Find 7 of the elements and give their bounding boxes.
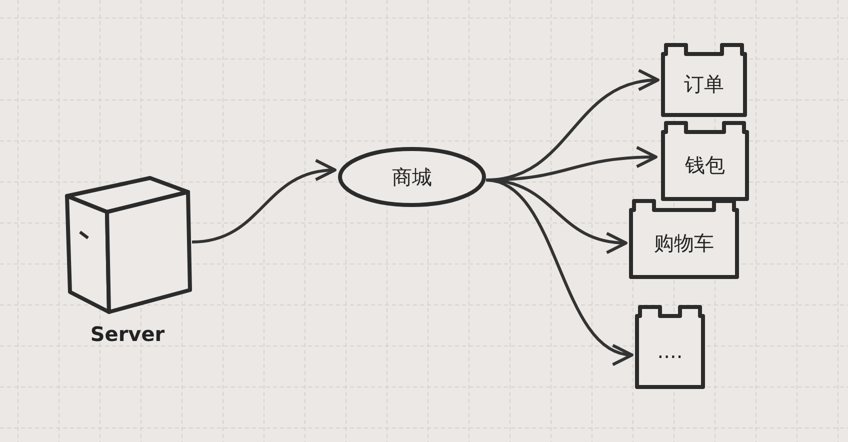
server: Server xyxy=(55,168,200,350)
container-box: 购物车 xyxy=(628,198,740,280)
container-box: 钱包 xyxy=(660,120,750,202)
arrow xyxy=(192,160,336,244)
ellipse-node: 商城 xyxy=(337,146,487,208)
container-box: .... xyxy=(634,304,706,390)
container-box: 订单 xyxy=(660,42,748,118)
